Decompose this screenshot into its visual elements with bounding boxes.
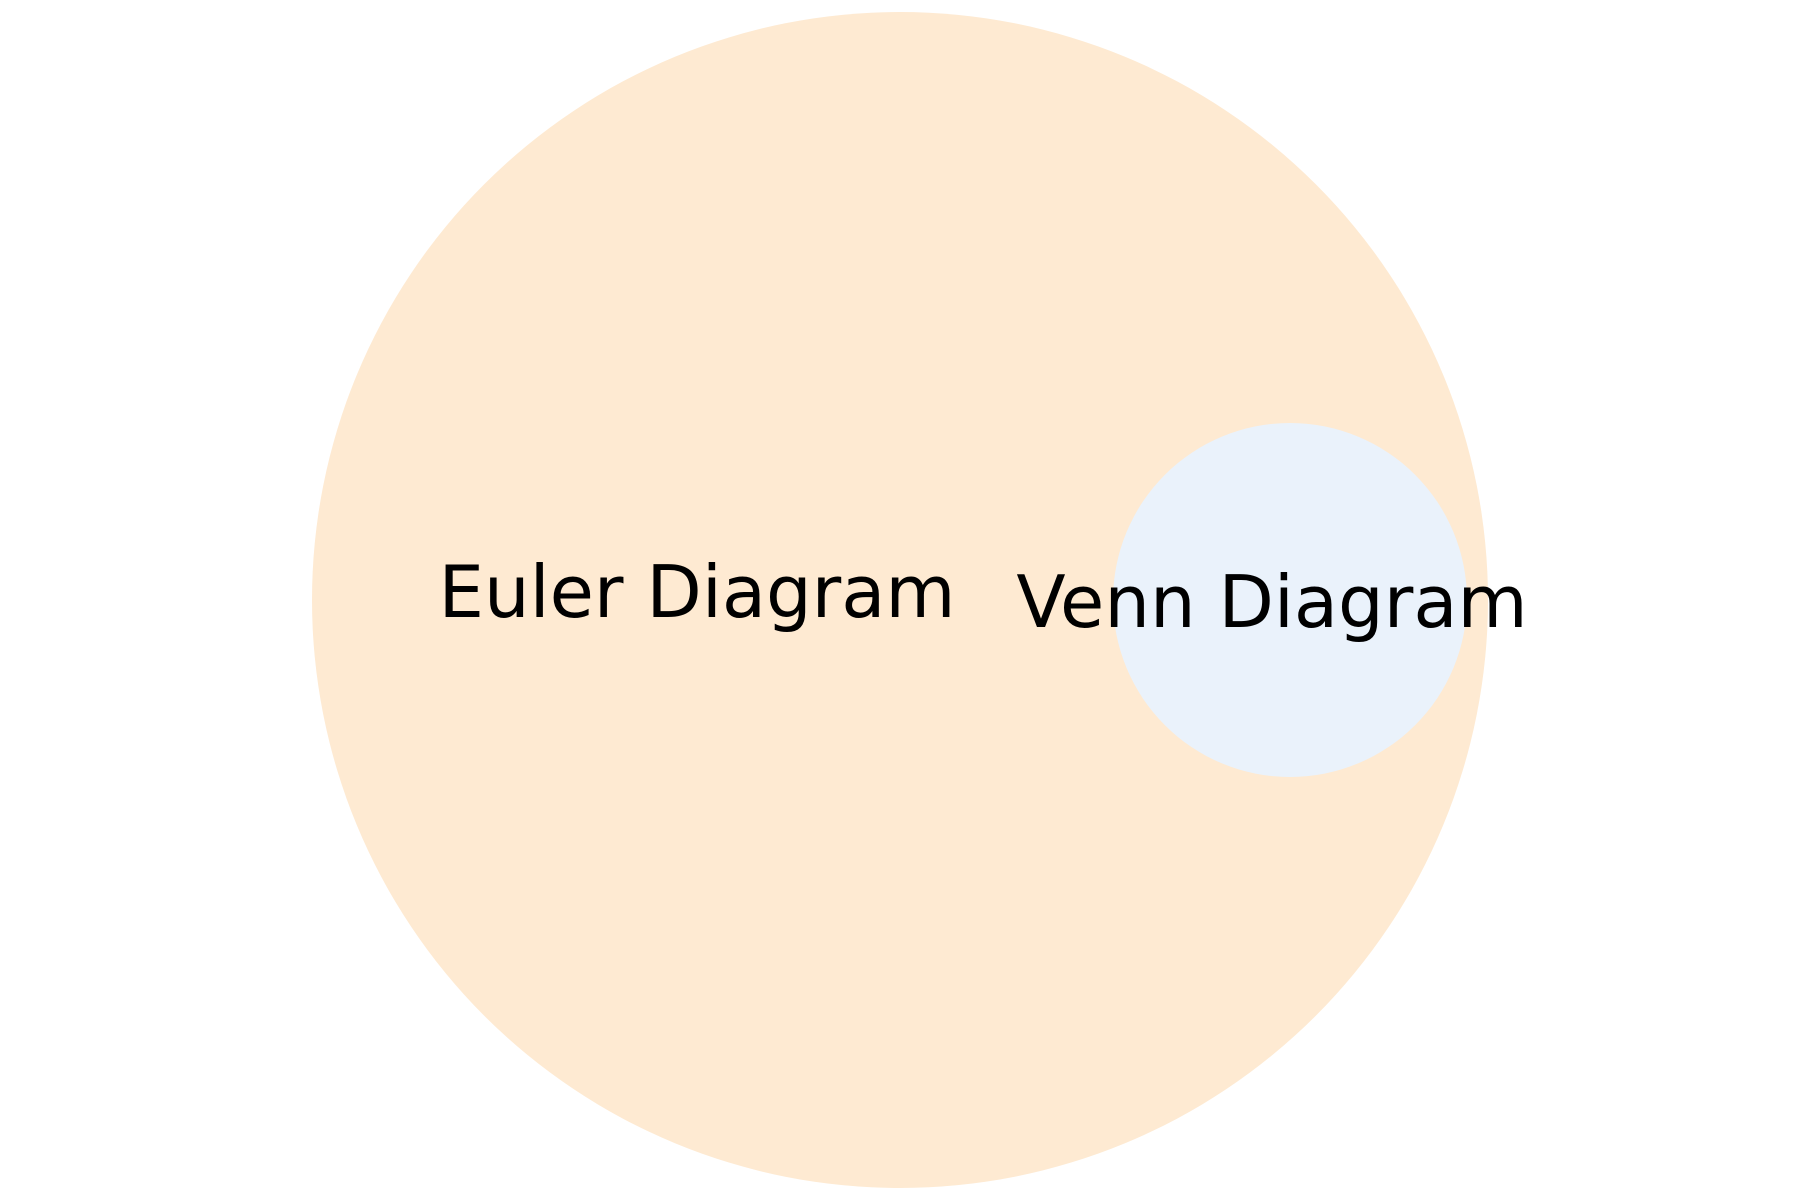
euler-diagram-circle	[312, 12, 1488, 1188]
euler-diagram-label: Euler Diagram	[438, 550, 955, 634]
venn-diagram-label: Venn Diagram	[1016, 560, 1527, 644]
venn-diagram-circle	[1113, 423, 1467, 777]
